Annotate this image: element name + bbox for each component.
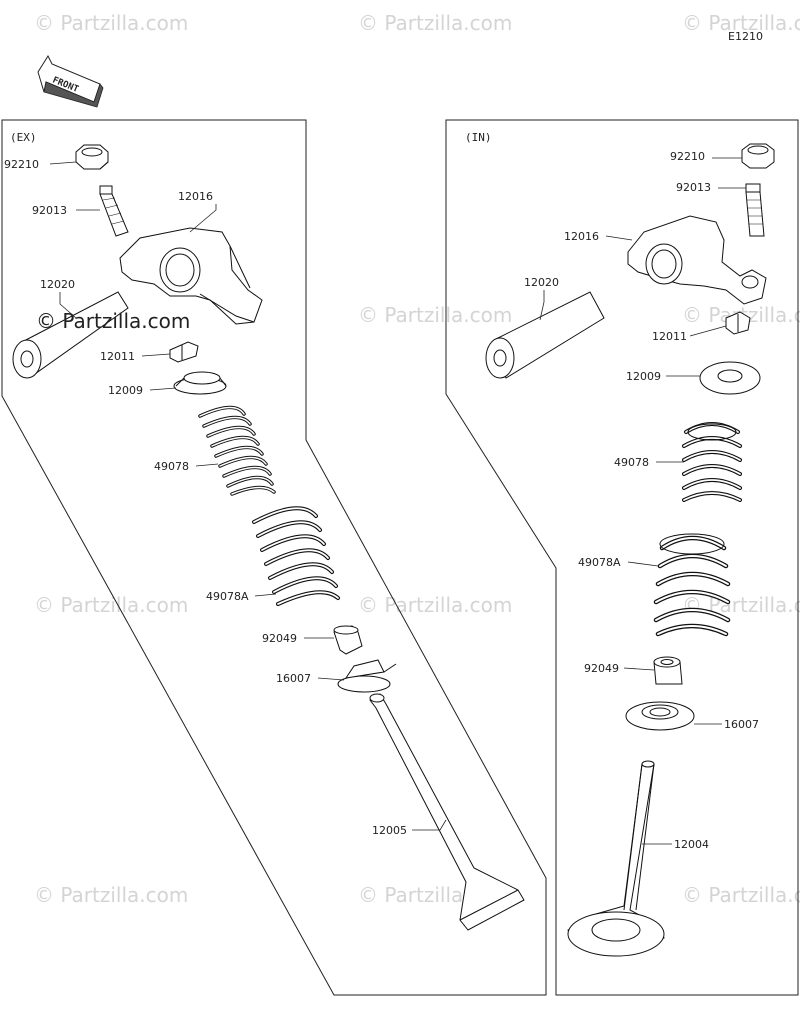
- ex-label-12009: 12009: [108, 384, 143, 397]
- in-label-12009: 12009: [626, 370, 661, 383]
- in-label-16007: 16007: [724, 718, 759, 731]
- ex-label-12016: 12016: [178, 190, 213, 203]
- ex-group-label: (EX): [10, 131, 37, 144]
- ex-outer-spring-49078A[interactable]: [252, 506, 340, 606]
- ex-label-92013: 92013: [32, 204, 67, 217]
- in-label-12011: 12011: [652, 330, 687, 343]
- in-frame: [445, 119, 799, 996]
- ex-collet-12011[interactable]: [169, 341, 199, 363]
- ex-label-12011: 12011: [100, 350, 135, 363]
- ex-label-16007: 16007: [276, 672, 311, 685]
- watermark-overlay: © Partzilla.com: [36, 309, 190, 333]
- ex-inner-spring-49078[interactable]: [198, 405, 276, 496]
- diagram-code: E1210: [728, 30, 763, 43]
- in-label-92049: 92049: [584, 662, 619, 675]
- watermark: © Partzilla.com: [682, 11, 800, 35]
- ex-label-49078: 49078: [154, 460, 189, 473]
- in-retainer-12009[interactable]: [699, 361, 761, 395]
- ex-valve-seal-92049[interactable]: [333, 625, 363, 655]
- watermark: © Partzilla.com: [34, 883, 188, 907]
- ex-rocker-shaft-12020[interactable]: [12, 291, 129, 379]
- ex-frame: [1, 119, 547, 996]
- watermark: © Partzilla.com: [358, 593, 512, 617]
- front-arrow-icon: FRONT: [37, 54, 104, 108]
- ex-label-12005: 12005: [372, 824, 407, 837]
- in-label-49078: 49078: [614, 456, 649, 469]
- ex-spring-seat-16007[interactable]: [337, 659, 397, 693]
- ex-screw-92013[interactable]: [99, 185, 129, 237]
- ex-label-92049: 92049: [262, 632, 297, 645]
- in-inner-spring-49078[interactable]: [682, 422, 742, 502]
- in-label-12016: 12016: [564, 230, 599, 243]
- in-label-92210: 92210: [670, 150, 705, 163]
- in-screw-92013[interactable]: [745, 183, 765, 237]
- ex-label-49078A: 49078A: [206, 590, 249, 603]
- in-outer-spring-49078A[interactable]: [653, 533, 731, 637]
- watermark: © Partzilla.com: [358, 303, 512, 327]
- in-nut-92210[interactable]: [741, 143, 775, 169]
- in-label-49078A: 49078A: [578, 556, 621, 569]
- watermark: © Partzilla.com: [34, 593, 188, 617]
- in-group-label: (IN): [465, 131, 492, 144]
- ex-label-92210: 92210: [4, 158, 39, 171]
- watermark: © Partzilla.com: [682, 883, 800, 907]
- in-label-92013: 92013: [676, 181, 711, 194]
- in-valve-12004[interactable]: [567, 760, 665, 957]
- in-label-12004: 12004: [674, 838, 709, 851]
- ex-rocker-arm-12016[interactable]: [119, 227, 263, 325]
- in-spring-seat-16007[interactable]: [625, 701, 695, 731]
- in-valve-seal-92049[interactable]: [653, 656, 683, 685]
- watermark: © Partzilla.com: [34, 11, 188, 35]
- in-label-12020: 12020: [524, 276, 559, 289]
- ex-retainer-12009[interactable]: [173, 371, 227, 395]
- ex-valve-12005[interactable]: [369, 693, 525, 931]
- in-rocker-arm-12016[interactable]: [627, 215, 767, 305]
- ex-nut-92210[interactable]: [75, 144, 109, 170]
- in-collet-12011[interactable]: [725, 311, 751, 335]
- watermark: © Partzilla.com: [358, 11, 512, 35]
- watermark: © Partzilla.com: [682, 593, 800, 617]
- in-rocker-shaft-12020[interactable]: [485, 291, 605, 379]
- ex-label-12020: 12020: [40, 278, 75, 291]
